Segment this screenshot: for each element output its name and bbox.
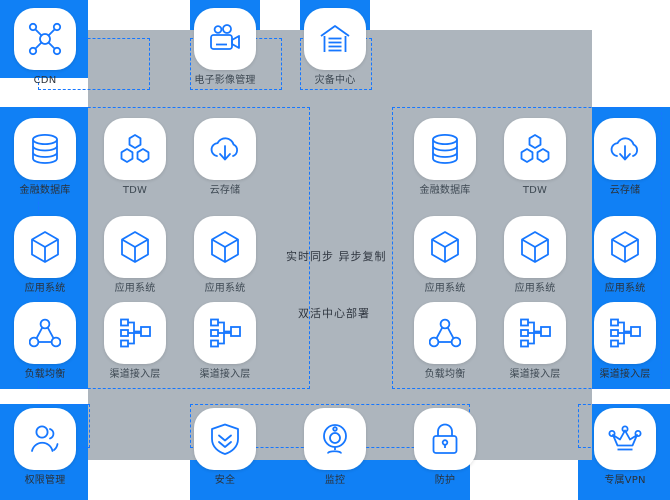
tile-dr-center[interactable]: 灾备中心 <box>304 8 366 87</box>
hexagon-cluster-icon <box>104 118 166 180</box>
tile-fin-db-left[interactable]: 金融数据库 <box>14 118 76 197</box>
tile-label: 云存储 <box>609 185 641 196</box>
shield-icon <box>194 408 256 470</box>
tile-app-system-l1[interactable]: 应用系统 <box>14 216 76 295</box>
load-balance-icon <box>14 302 76 364</box>
cube-icon <box>504 216 566 278</box>
tile-load-balance-right[interactable]: 负载均衡 <box>414 302 476 381</box>
tile-label: 应用系统 <box>114 283 156 294</box>
tile-load-balance-left[interactable]: 负载均衡 <box>14 302 76 381</box>
tile-label: 应用系统 <box>204 283 246 294</box>
tile-label: 应用系统 <box>24 283 66 294</box>
zone-outline <box>392 107 662 389</box>
tile-label: CDN <box>33 75 57 86</box>
tile-label: 负载均衡 <box>24 369 66 380</box>
cube-icon <box>594 216 656 278</box>
tile-cloud-storage-left[interactable]: 云存储 <box>194 118 256 197</box>
tile-label: 云存储 <box>209 185 241 196</box>
sitemap-icon <box>504 302 566 364</box>
crown-icon <box>594 408 656 470</box>
tile-identity-access[interactable]: 权限管理 <box>14 408 76 487</box>
tile-label: 应用系统 <box>604 283 646 294</box>
cube-icon <box>414 216 476 278</box>
cloud-download-icon <box>194 118 256 180</box>
tile-label: 渠道接入层 <box>599 369 651 380</box>
tile-label: 应用系统 <box>424 283 466 294</box>
tile-app-system-l3[interactable]: 应用系统 <box>194 216 256 295</box>
tile-dedicated-vpn[interactable]: 专属VPN <box>594 408 656 487</box>
database-icon <box>414 118 476 180</box>
webcam-icon <box>304 408 366 470</box>
tile-channel-access-l2[interactable]: 渠道接入层 <box>194 302 256 381</box>
sitemap-icon <box>104 302 166 364</box>
tile-label: 金融数据库 <box>419 185 471 196</box>
tile-app-system-r1[interactable]: 应用系统 <box>414 216 476 295</box>
tile-label: 防护 <box>434 475 456 486</box>
tile-channel-access-r1[interactable]: 渠道接入层 <box>504 302 566 381</box>
tile-app-system-r2[interactable]: 应用系统 <box>504 216 566 295</box>
sitemap-icon <box>194 302 256 364</box>
warehouse-icon <box>304 8 366 70</box>
cube-icon <box>14 216 76 278</box>
load-balance-icon <box>414 302 476 364</box>
cube-icon <box>104 216 166 278</box>
tile-app-system-r3[interactable]: 应用系统 <box>594 216 656 295</box>
lock-icon <box>414 408 476 470</box>
tile-cdn[interactable]: CDN <box>14 8 76 87</box>
tile-label: 灾备中心 <box>314 75 356 86</box>
tile-app-system-l2[interactable]: 应用系统 <box>104 216 166 295</box>
cube-icon <box>194 216 256 278</box>
tile-label: 金融数据库 <box>19 185 71 196</box>
tile-tdw-right[interactable]: TDW <box>504 118 566 197</box>
tile-imaging-management[interactable]: 电子影像管理 <box>194 8 256 87</box>
center-note: 双活中心部署 <box>298 307 370 320</box>
video-camera-icon <box>194 8 256 70</box>
hexagon-cluster-icon <box>504 118 566 180</box>
tile-label: 渠道接入层 <box>109 369 161 380</box>
tile-tdw-left[interactable]: TDW <box>104 118 166 197</box>
tile-channel-access-l1[interactable]: 渠道接入层 <box>104 302 166 381</box>
tile-label: TDW <box>122 185 148 196</box>
tile-label: 渠道接入层 <box>509 369 561 380</box>
user-group-icon <box>14 408 76 470</box>
tile-protection[interactable]: 防护 <box>414 408 476 487</box>
zone-outline <box>38 107 310 389</box>
tile-label: 权限管理 <box>24 475 66 486</box>
tile-channel-access-r2[interactable]: 渠道接入层 <box>594 302 656 381</box>
sitemap-icon <box>594 302 656 364</box>
cloud-download-icon <box>594 118 656 180</box>
tile-label: 专属VPN <box>604 475 646 486</box>
network-node-icon <box>14 8 76 70</box>
center-note: 实时同步 异步复制 <box>286 250 387 263</box>
tile-label: 应用系统 <box>514 283 556 294</box>
tile-monitoring[interactable]: 监控 <box>304 408 366 487</box>
tile-label: TDW <box>522 185 548 196</box>
tile-fin-db-right[interactable]: 金融数据库 <box>414 118 476 197</box>
tile-label: 监控 <box>324 475 346 486</box>
tile-security[interactable]: 安全 <box>194 408 256 487</box>
tile-label: 负载均衡 <box>424 369 466 380</box>
tile-label: 渠道接入层 <box>199 369 251 380</box>
tile-label: 安全 <box>214 475 236 486</box>
tile-cloud-storage-right[interactable]: 云存储 <box>594 118 656 197</box>
database-icon <box>14 118 76 180</box>
tile-label: 电子影像管理 <box>194 75 256 86</box>
